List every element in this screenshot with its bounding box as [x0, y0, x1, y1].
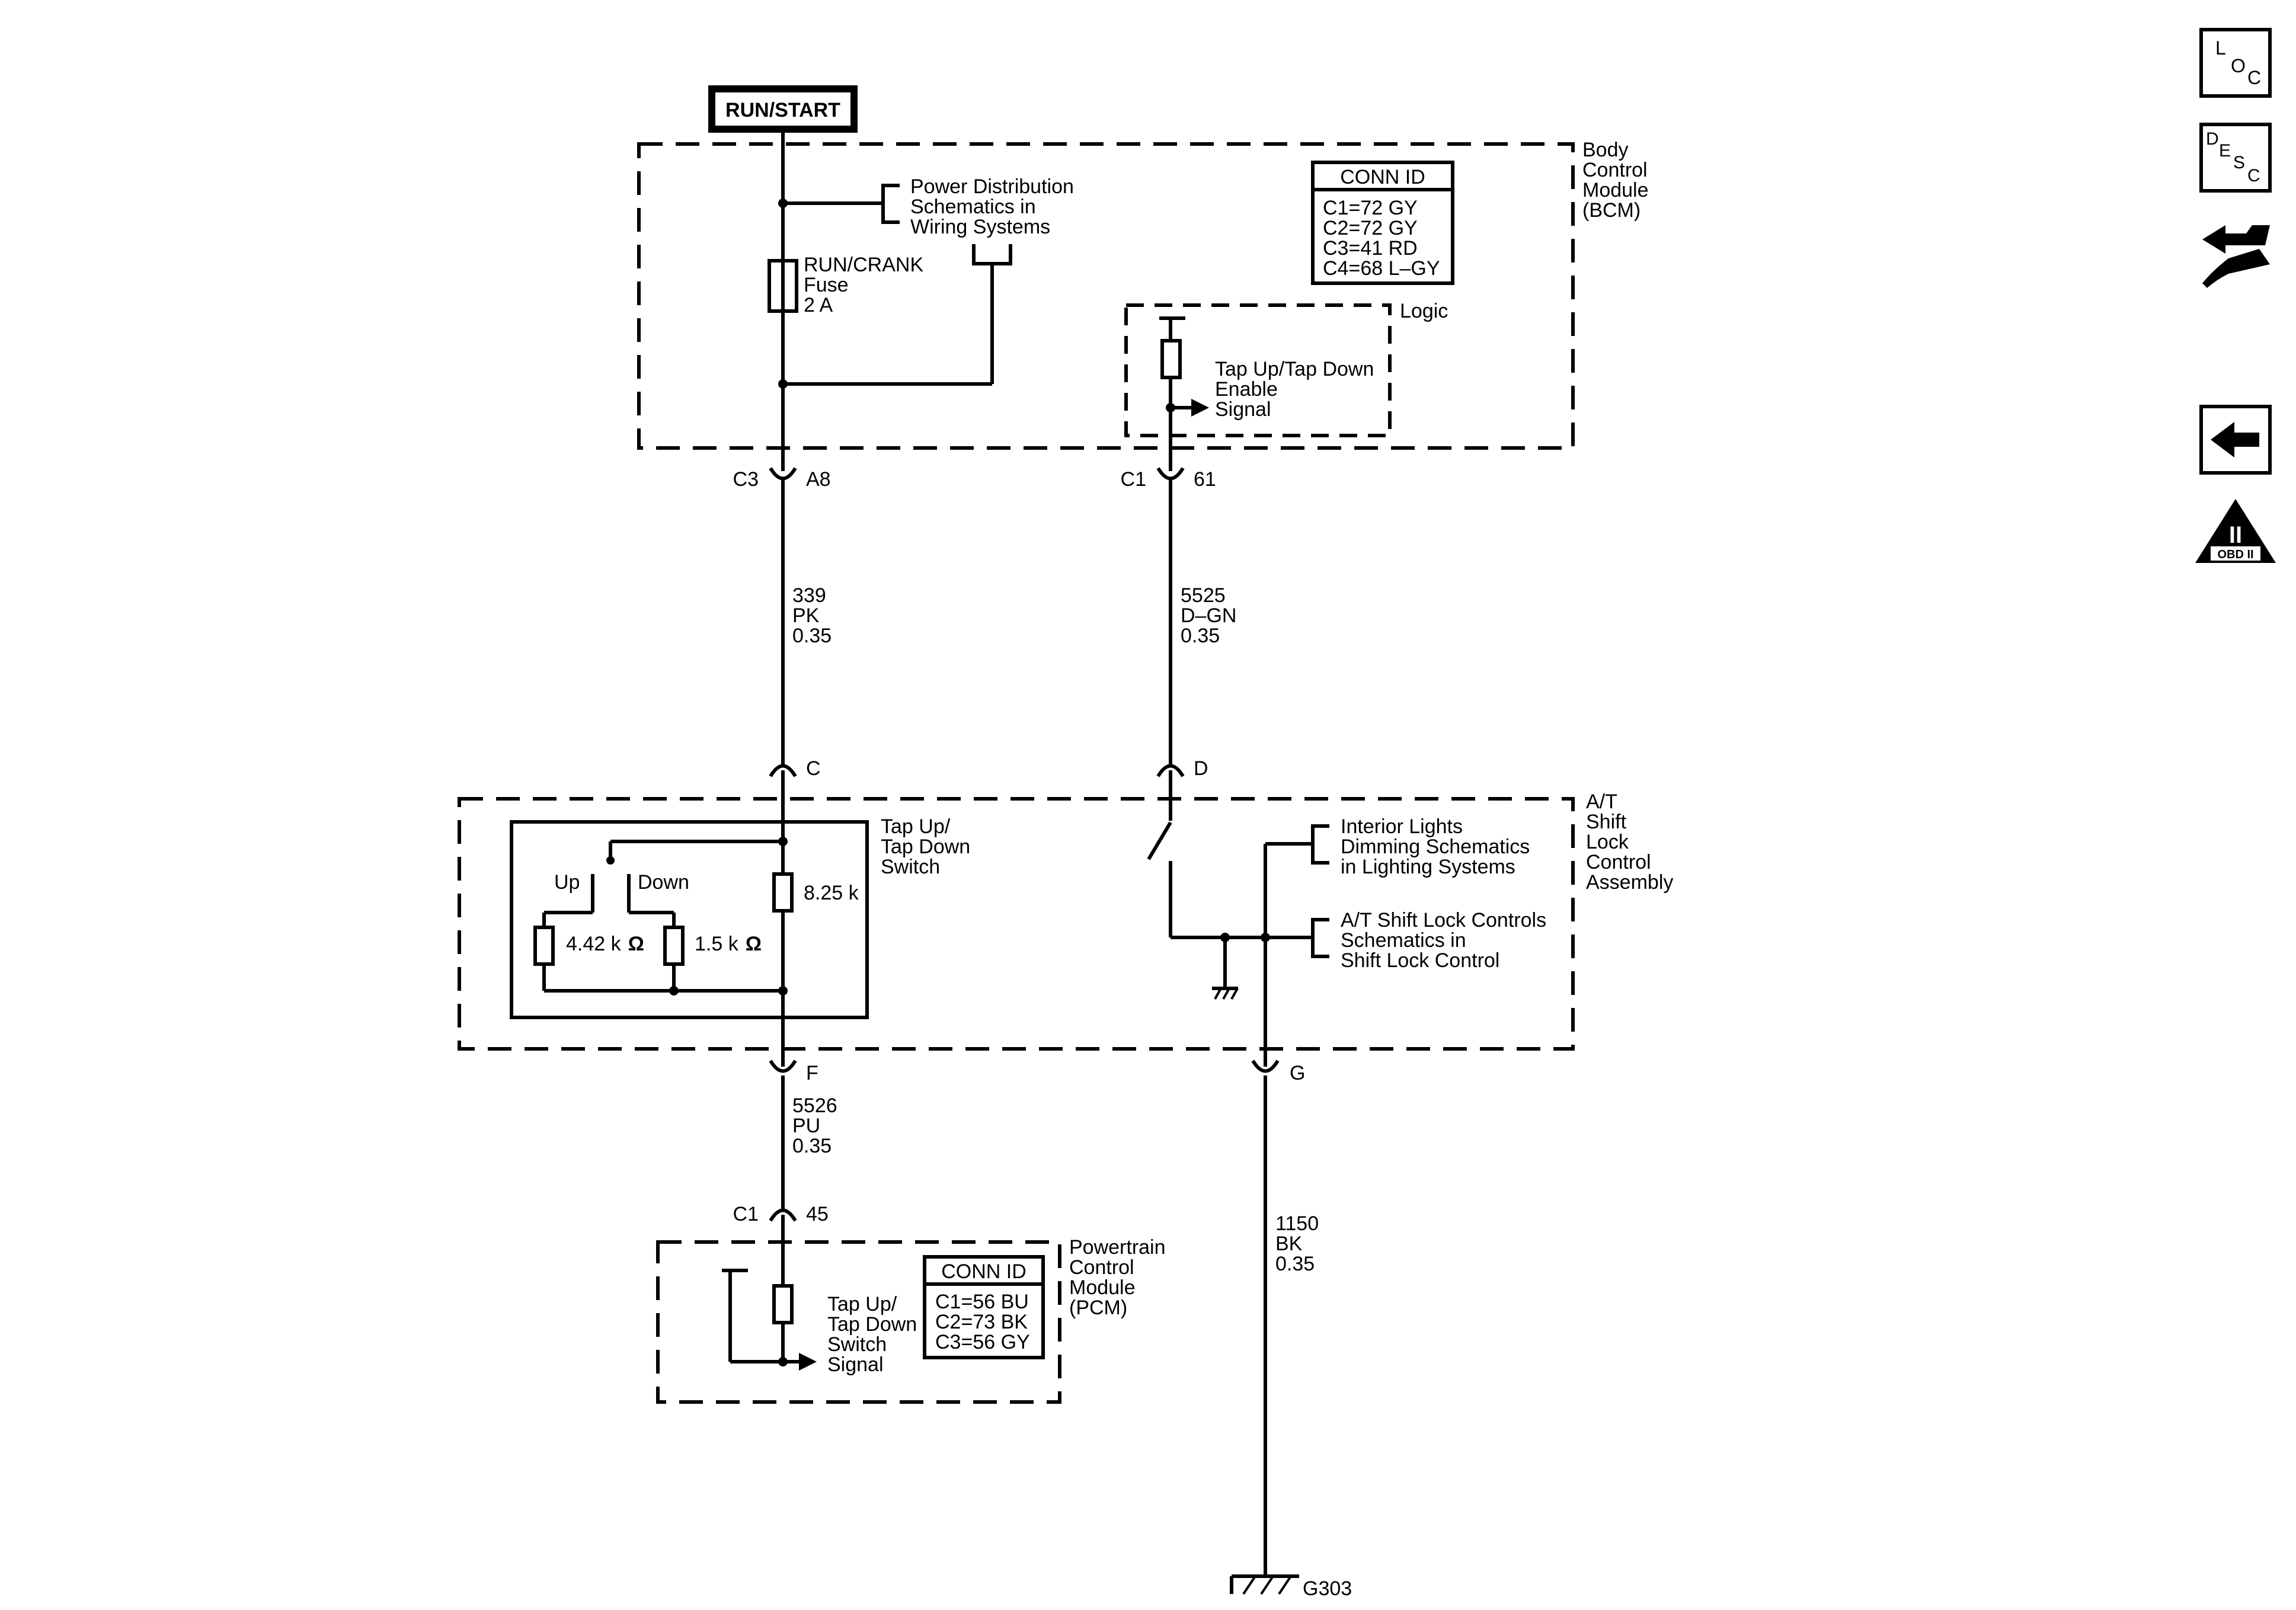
bcm-conn-c3 — [769, 467, 797, 481]
pcm-title: Powertrain Control Module (PCM) — [1069, 1236, 1171, 1319]
connector-hand-icon[interactable] — [2202, 225, 2270, 288]
ground-g303-label: G303 — [1303, 1577, 1352, 1600]
resistor-8-25k — [772, 872, 794, 913]
shift-lock-pin-c: C — [806, 757, 821, 780]
bcm-conn-c3-id: C3 — [733, 468, 759, 491]
logic-boundary — [1124, 303, 1392, 437]
shift-lock-conn-c — [769, 764, 797, 777]
pcm-boundary — [656, 1240, 1061, 1404]
shift-lock-pin-f: F — [806, 1062, 818, 1084]
down-label: Down — [638, 871, 689, 894]
resistor-1-5k — [663, 926, 685, 966]
wire-5526-label: 5526 PU 0.35 — [792, 1094, 843, 1157]
pcm-conn-id-list: C1=56 BU C2=73 BK C3=56 GY — [935, 1291, 1034, 1353]
bcm-conn-c1 — [1156, 467, 1185, 481]
loc-letter-o: O — [2231, 55, 2246, 76]
pcm-conn-id-box — [923, 1255, 1045, 1359]
desc-letter-e: E — [2219, 141, 2231, 161]
tap-switch-label: Tap Up/ Tap Down Switch — [881, 815, 976, 878]
wire-5525-label: 5525 D–GN 0.35 — [1181, 584, 1242, 647]
pcm-conn-c1-id: C1 — [733, 1203, 759, 1225]
bcm-signal-arrow — [1191, 399, 1209, 417]
desc-button[interactable]: D E S C — [2199, 123, 2272, 193]
obd-ii-button[interactable]: II OBD II — [2195, 499, 2276, 563]
shift-lock-title: A/T Shift Lock Control Assembly — [1586, 790, 1673, 894]
shift-lock-boundary — [458, 797, 1575, 1051]
resistor-4-42k — [533, 926, 555, 966]
bcm-title: Body Control Module (BCM) — [1582, 139, 1654, 222]
desc-letter-d: D — [2206, 129, 2219, 149]
desc-letter-c: C — [2247, 166, 2260, 185]
bcm-signal-label: Tap Up/Tap Down Enable Signal — [1215, 358, 1380, 421]
bcm-conn-c1-id: C1 — [1121, 468, 1146, 491]
shift-lock-pin-g: G — [1290, 1062, 1305, 1084]
bcm-conn-c3-pin: A8 — [806, 468, 831, 491]
fuse-label: RUN/CRANK Fuse 2 A — [804, 254, 929, 316]
loc-button[interactable]: L O C — [2199, 28, 2272, 98]
tap-switch-box — [510, 820, 869, 1019]
pcm-resistor — [772, 1284, 794, 1324]
obd-ii-numeral: II — [2229, 522, 2242, 548]
logic-label: Logic — [1400, 300, 1448, 322]
pcm-conn-c1 — [769, 1208, 797, 1222]
resistor-8-25k-label: 8.25 k — [804, 882, 859, 904]
pcm-signal-label: Tap Up/ Tap Down Switch Signal — [827, 1293, 923, 1376]
bcm-conn-id-list: C1=72 GY C2=72 GY C3=41 RD C4=68 L–GY — [1323, 197, 1440, 280]
shift-lock-conn-f — [769, 1060, 797, 1073]
wire-1150-label: 1150 BK 0.35 — [1275, 1212, 1325, 1275]
interior-lights-ref[interactable]: Interior Lights Dimming Schematics in Li… — [1341, 815, 1536, 878]
shift-lock-conn-d — [1156, 764, 1185, 777]
desc-letter-s: S — [2233, 153, 2245, 172]
pcm-signal-arrow — [799, 1353, 817, 1371]
loc-letter-c: C — [2247, 67, 2261, 88]
bcm-conn-c1-pin: 61 — [1194, 468, 1216, 491]
shift-lock-pin-d: D — [1194, 757, 1208, 780]
run-start-label: RUN/START — [725, 99, 840, 121]
back-arrow-icon — [2211, 422, 2259, 457]
shift-lock-conn-g — [1251, 1060, 1280, 1073]
wire-339-label: 339 PK 0.35 — [792, 584, 832, 647]
obd-ii-text: OBD II — [2217, 548, 2253, 561]
shift-lock-switch-blade — [1147, 821, 1172, 860]
power-dist-ref[interactable]: Power Distribution Schematics in Wiring … — [910, 175, 1079, 238]
loc-letter-l: L — [2215, 37, 2226, 59]
shift-lock-controls-ref[interactable]: A/T Shift Lock Controls Schematics in Sh… — [1341, 909, 1552, 972]
back-arrow-button[interactable] — [2199, 405, 2272, 475]
pcm-conn-c1-pin: 45 — [806, 1203, 829, 1225]
pcm-conn-id-title: CONN ID — [941, 1260, 1027, 1283]
up-label: Up — [554, 871, 580, 894]
bcm-conn-id-box — [1311, 161, 1454, 285]
bcm-boundary — [637, 142, 1575, 450]
bcm-pullup-resistor — [1160, 339, 1182, 379]
bcm-conn-id-title: CONN ID — [1340, 166, 1425, 188]
